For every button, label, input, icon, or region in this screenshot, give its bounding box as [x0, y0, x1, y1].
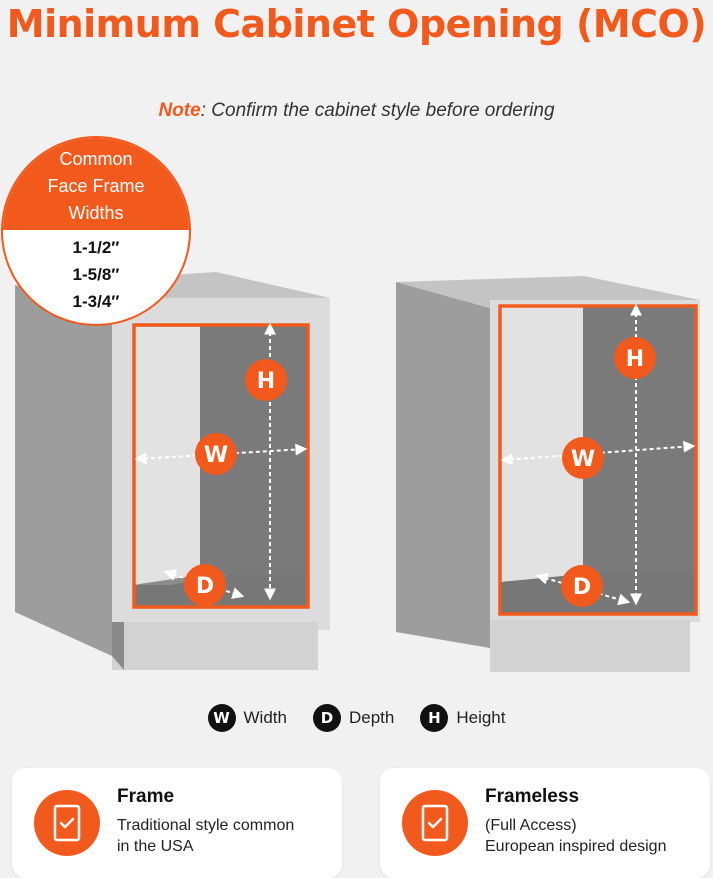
frameless-width-badge-letter: W: [571, 447, 595, 472]
frameless-depth-arrow: [535, 572, 631, 606]
frameless-width-badge: W: [562, 437, 604, 479]
frame-cabinet: H W D: [15, 272, 330, 670]
face-frame-widths-badge: Common Face Frame Widths 1-1/2″ 1-5/8″ 1…: [3, 138, 189, 324]
frame-depth-badge: D: [184, 564, 226, 606]
legend-label-height: Height: [456, 708, 506, 727]
frame-depth-badge-letter: D: [196, 574, 214, 599]
frame-height-badge-letter: H: [257, 369, 275, 394]
frame-height-badge: H: [245, 359, 287, 401]
frameless-card-title: Frameless: [485, 786, 580, 807]
note-text: : Confirm the cabinet style before order…: [200, 100, 555, 121]
frameless-cabinet-toekick: [490, 620, 690, 672]
document-check-icon: [34, 790, 100, 856]
frameless-depth-badge: D: [561, 565, 603, 607]
legend-item-depth: D Depth: [312, 704, 395, 732]
frame-depth-arrow: [163, 569, 245, 599]
document-check-icon: [402, 790, 468, 856]
frameless-width-arrow: [500, 440, 696, 466]
frameless-depth-badge-letter: D: [573, 575, 591, 600]
face-frame-values: 1-1/2″ 1-5/8″ 1-3/4″: [72, 238, 120, 311]
frame-width-badge: W: [195, 433, 237, 475]
legend-label-depth: Depth: [348, 708, 395, 727]
frameless-height-badge: H: [614, 337, 656, 379]
frameless-mco-outline: [498, 304, 698, 616]
height-badge: H: [420, 704, 449, 732]
width-badge: W: [207, 704, 236, 732]
frame-card-description: Traditional style common in the USA: [117, 817, 295, 855]
frame-mco-outline: [132, 323, 310, 609]
note: Note: Confirm the cabinet style before o…: [0, 100, 713, 122]
legend-item-height: H Height: [420, 704, 505, 732]
frame-width-badge-letter: W: [204, 443, 228, 468]
frameless-card: Frameless (Full Access) European inspire…: [380, 768, 710, 878]
face-frame-heading: Common Face Frame Widths: [47, 149, 145, 223]
frameless-cabinet: H W D: [396, 276, 700, 672]
frameless-height-badge-letter: H: [626, 347, 644, 372]
frame-cabinet-side: [15, 285, 112, 656]
frame-card: Frame Traditional style common in the US…: [12, 768, 342, 878]
depth-badge: D: [312, 704, 341, 732]
frame-cabinet-toekick: [112, 622, 318, 670]
frameless-card-description: (Full Access) European inspired design: [485, 817, 667, 855]
page-title: Minimum Cabinet Opening (MCO): [6, 2, 707, 46]
frameless-cabinet-side: [396, 282, 490, 648]
note-label: Note: [158, 100, 201, 121]
legend: W Width D Depth H Height: [0, 704, 713, 732]
frame-card-title: Frame: [117, 786, 175, 807]
legend-item-width: W Width: [207, 704, 287, 732]
legend-label-width: Width: [243, 708, 287, 727]
